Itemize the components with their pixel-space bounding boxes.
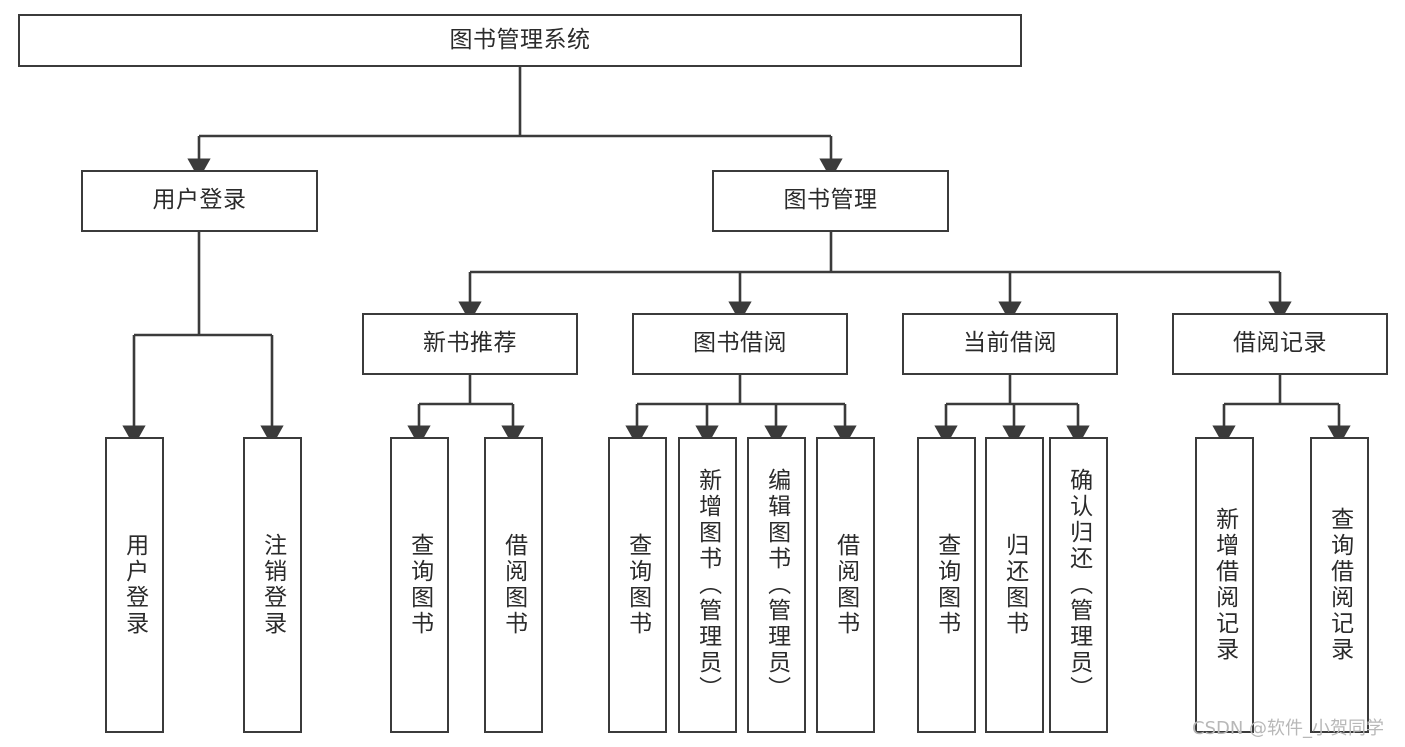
node-book-management[interactable]: 图书管理 — [712, 170, 949, 232]
node-label: 新书推荐 — [423, 330, 517, 357]
leaf-add-book-admin[interactable]: 新增图书（管理员） — [678, 437, 737, 733]
node-borrow-record[interactable]: 借阅记录 — [1172, 313, 1388, 375]
node-label: 图书管理 — [783, 187, 878, 214]
node-label: 新增图书（管理员） — [694, 468, 721, 702]
node-label: 注销登录 — [259, 533, 286, 637]
node-label: 查询借阅记录 — [1326, 507, 1353, 663]
node-label: 确认归还（管理员） — [1065, 468, 1092, 702]
leaf-borrow-book-recommend[interactable]: 借阅图书 — [484, 437, 543, 733]
leaf-query-book-recommend[interactable]: 查询图书 — [390, 437, 449, 733]
node-label: 当前借阅 — [963, 330, 1057, 357]
node-label: 借阅记录 — [1233, 330, 1327, 357]
leaf-edit-book-admin[interactable]: 编辑图书（管理员） — [747, 437, 806, 733]
node-root-library-management-system[interactable]: 图书管理系统 — [18, 14, 1022, 67]
node-book-borrow[interactable]: 图书借阅 — [632, 313, 848, 375]
node-label: 查询图书 — [933, 533, 960, 637]
leaf-logout-login[interactable]: 注销登录 — [243, 437, 302, 733]
node-label: 用户登录 — [121, 533, 148, 637]
leaf-borrow-book[interactable]: 借阅图书 — [816, 437, 875, 733]
node-label: 图书借阅 — [693, 330, 787, 357]
node-label: 用户登录 — [152, 187, 247, 214]
leaf-query-book-borrow[interactable]: 查询图书 — [608, 437, 667, 733]
node-current-borrow[interactable]: 当前借阅 — [902, 313, 1118, 375]
node-label: 新增借阅记录 — [1211, 507, 1238, 663]
leaf-query-book-current[interactable]: 查询图书 — [917, 437, 976, 733]
leaf-query-borrow-record[interactable]: 查询借阅记录 — [1310, 437, 1369, 733]
node-label: 借阅图书 — [500, 533, 527, 637]
leaf-return-book[interactable]: 归还图书 — [985, 437, 1044, 733]
node-label: 图书管理系统 — [449, 26, 591, 53]
node-label: 归还图书 — [1001, 533, 1028, 637]
node-user-login[interactable]: 用户登录 — [81, 170, 318, 232]
node-new-book-recommend[interactable]: 新书推荐 — [362, 313, 578, 375]
leaf-user-login[interactable]: 用户登录 — [105, 437, 164, 733]
node-label: 借阅图书 — [832, 533, 859, 637]
csdn-watermark: CSDN @软件_小贺同学 — [1192, 718, 1385, 739]
node-label: 查询图书 — [624, 533, 651, 637]
node-label: 编辑图书（管理员） — [763, 468, 790, 702]
leaf-confirm-return-admin[interactable]: 确认归还（管理员） — [1049, 437, 1108, 733]
leaf-add-borrow-record[interactable]: 新增借阅记录 — [1195, 437, 1254, 733]
node-label: 查询图书 — [406, 533, 433, 637]
